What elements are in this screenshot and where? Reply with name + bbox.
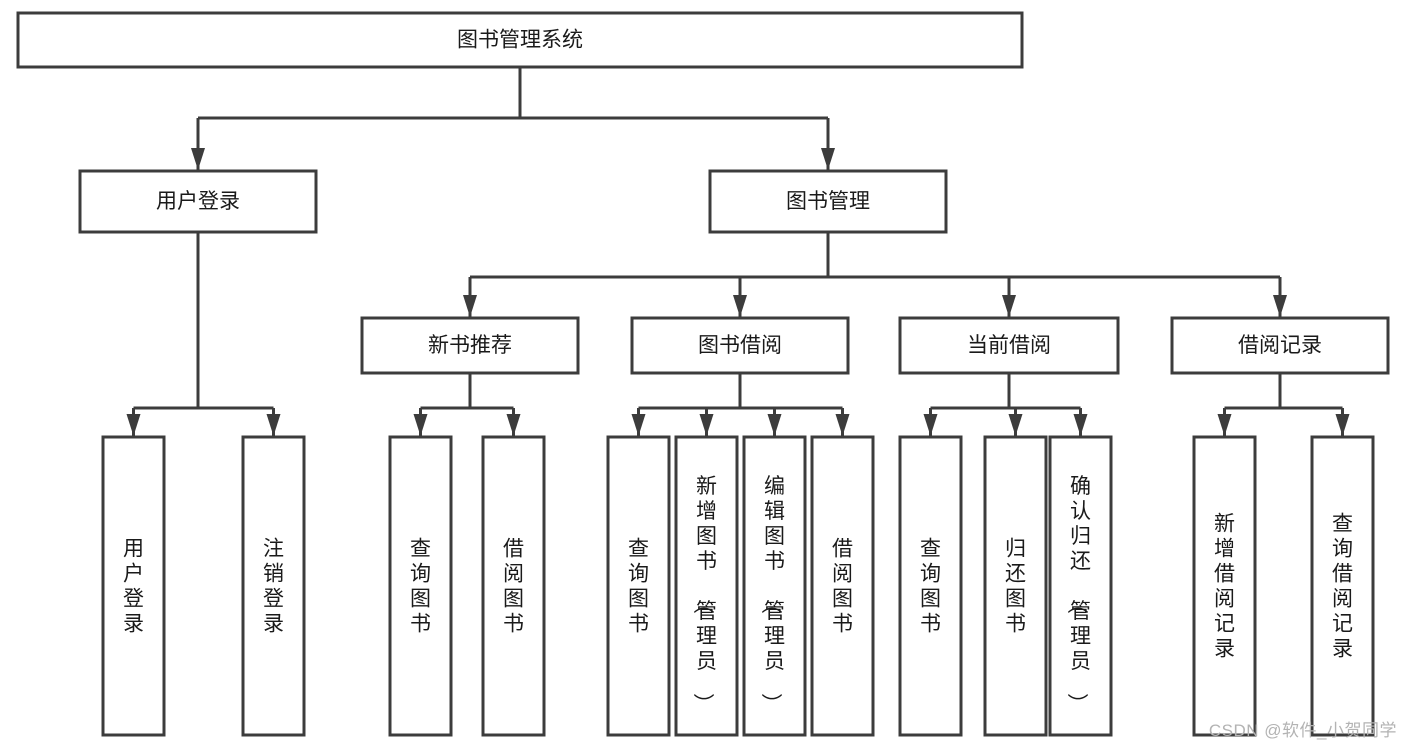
node-box-leaf-add-book [674,435,739,737]
node-label-leaf-borrow-book-2: 借阅图书 [832,538,853,636]
node-box-book-manage [708,169,948,234]
arrow-head-icon [835,414,850,436]
node-box-leaf-borrow-book-2 [810,435,875,737]
watermark-text: CSDN @软件_小贺同学 [1208,721,1397,740]
node-leaf-user-login[interactable]: 用户登录 [101,435,166,737]
node-box-leaf-confirm-return [1048,435,1113,737]
arrow-head-icon [266,414,281,436]
node-leaf-add-book[interactable]: 新增图书（管理员） [674,435,739,737]
node-box-new-book-recommend [360,316,580,375]
node-leaf-query-record[interactable]: 查询借阅记录 [1310,435,1375,737]
arrow-head-icon [767,414,782,436]
node-label-user-login: 用户登录 [156,190,240,213]
node-box-leaf-query-book-3 [898,435,963,737]
edge-current-to-leaves [923,373,1088,436]
node-label-leaf-user-login: 用户登录 [123,538,144,636]
arrow-head-icon [733,295,747,317]
node-box-leaf-return-book [983,435,1048,737]
arrow-head-icon [1008,414,1023,436]
arrow-head-icon [1073,414,1088,436]
node-label-root: 图书管理系统 [457,29,583,52]
node-label-leaf-query-record: 查询借阅记录 [1332,513,1353,661]
node-box-root [16,11,1024,69]
arrow-head-icon [191,148,205,170]
arrow-head-icon [699,414,714,436]
node-leaf-logout[interactable]: 注销登录 [241,435,306,737]
node-box-leaf-query-record [1310,435,1375,737]
node-root[interactable]: 图书管理系统 [16,11,1024,69]
node-box-leaf-add-record [1192,435,1257,737]
node-label-leaf-query-book-3: 查询图书 [920,538,941,636]
edge-userlogin-to-leaves [126,232,281,436]
edge-root-to-level2 [191,67,835,170]
node-label-leaf-borrow-book-1: 借阅图书 [503,538,524,636]
node-box-leaf-edit-book [742,435,807,737]
node-label-leaf-return-book: 归还图书 [1005,538,1026,636]
node-label-leaf-query-book-2: 查询图书 [628,538,649,636]
nodes-layer: 图书管理系统用户登录图书管理新书推荐图书借阅当前借阅借阅记录用户登录注销登录查询… [16,11,1390,737]
arrow-head-icon [631,414,646,436]
arrow-head-icon [1335,414,1350,436]
edge-borrow-to-leaves [631,373,850,436]
node-box-leaf-user-login [101,435,166,737]
node-leaf-query-book-2[interactable]: 查询图书 [606,435,671,737]
edge-recommend-to-leaves [413,373,521,436]
node-leaf-return-book[interactable]: 归还图书 [983,435,1048,737]
node-borrow-record[interactable]: 借阅记录 [1170,316,1390,375]
node-book-manage[interactable]: 图书管理 [708,169,948,234]
edge-record-to-leaves [1217,373,1350,436]
node-box-leaf-logout [241,435,306,737]
node-label-leaf-add-book: 新增图书（管理员） [691,475,717,714]
arrow-head-icon [463,295,477,317]
node-box-current-borrow [898,316,1120,375]
node-box-user-login [78,169,318,234]
node-leaf-edit-book[interactable]: 编辑图书（管理员） [742,435,807,737]
node-box-leaf-borrow-book-1 [481,435,546,737]
node-leaf-query-book-1[interactable]: 查询图书 [388,435,453,737]
node-leaf-borrow-book-2[interactable]: 借阅图书 [810,435,875,737]
node-leaf-borrow-book-1[interactable]: 借阅图书 [481,435,546,737]
node-label-leaf-add-record: 新增借阅记录 [1214,513,1235,661]
arrow-head-icon [126,414,141,436]
connectors-layer [126,67,1350,436]
node-current-borrow[interactable]: 当前借阅 [898,316,1120,375]
node-leaf-confirm-return[interactable]: 确认归还（管理员） [1048,435,1113,737]
node-label-leaf-query-book-1: 查询图书 [410,538,431,636]
node-label-leaf-confirm-return: 确认归还（管理员） [1065,475,1091,714]
arrow-head-icon [1002,295,1016,317]
node-box-borrow-record [1170,316,1390,375]
node-label-leaf-edit-book: 编辑图书（管理员） [759,475,785,714]
arrow-head-icon [1217,414,1232,436]
node-book-borrow[interactable]: 图书借阅 [630,316,850,375]
node-box-leaf-query-book-1 [388,435,453,737]
node-leaf-add-record[interactable]: 新增借阅记录 [1192,435,1257,737]
node-label-borrow-record: 借阅记录 [1238,334,1322,357]
arrow-head-icon [821,148,835,170]
node-label-new-book-recommend: 新书推荐 [428,334,512,357]
node-label-book-borrow: 图书借阅 [698,334,782,357]
node-label-leaf-logout: 注销登录 [263,538,284,636]
node-box-leaf-query-book-2 [606,435,671,737]
arrow-head-icon [413,414,428,436]
arrow-head-icon [1273,295,1287,317]
node-label-book-manage: 图书管理 [786,190,870,213]
node-label-current-borrow: 当前借阅 [967,334,1051,357]
node-leaf-query-book-3[interactable]: 查询图书 [898,435,963,737]
edge-bookmanage-to-level3 [463,232,1287,317]
arrow-head-icon [923,414,938,436]
node-new-book-recommend[interactable]: 新书推荐 [360,316,580,375]
node-box-book-borrow [630,316,850,375]
arrow-head-icon [506,414,521,436]
node-user-login[interactable]: 用户登录 [78,169,318,234]
